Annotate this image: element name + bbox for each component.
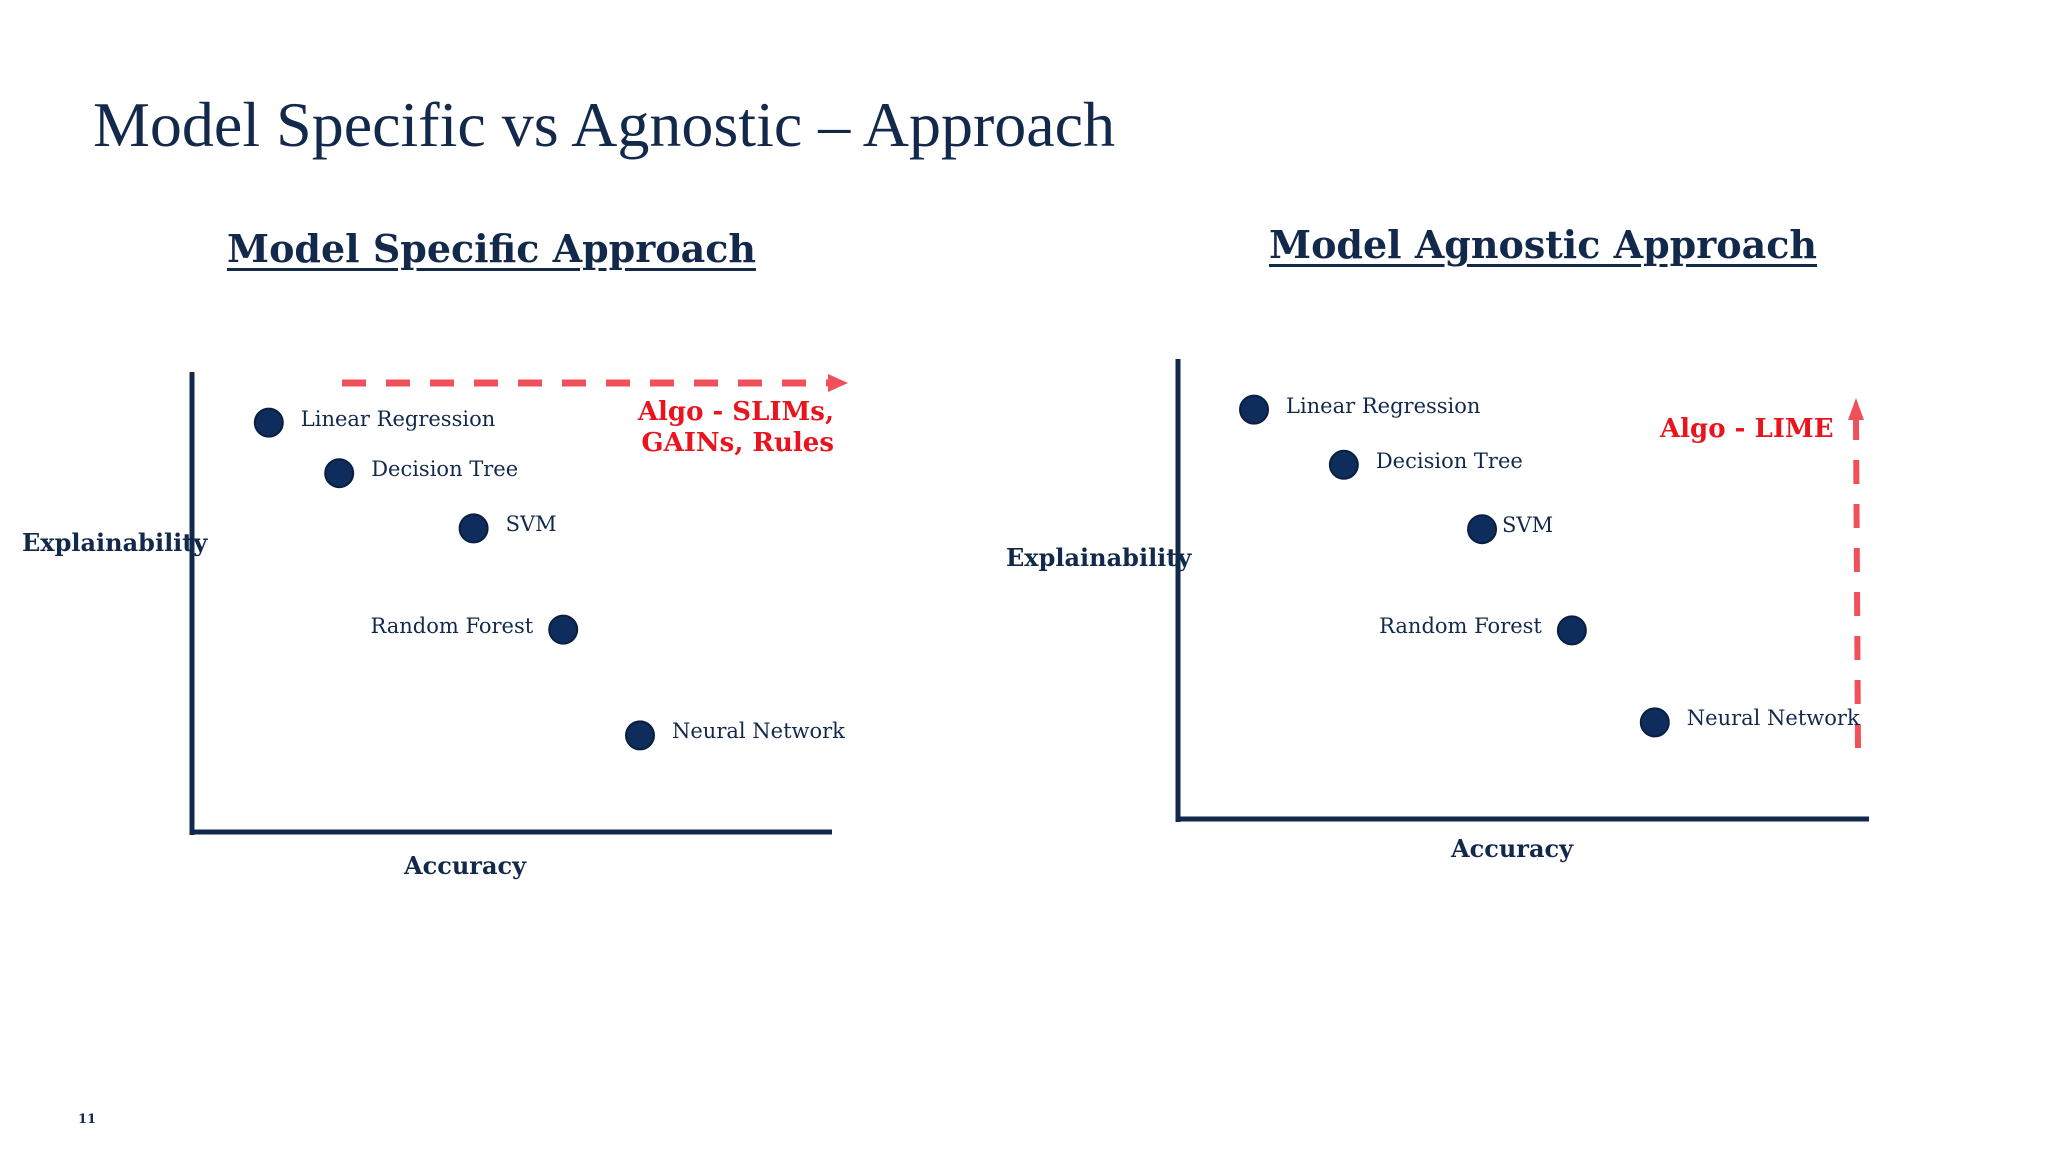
left-y-axis-label: Explainability <box>22 528 208 557</box>
data-point-linear-regression <box>253 407 284 438</box>
arrow-head-right-icon <box>828 374 848 392</box>
data-point-neural-network <box>625 720 655 751</box>
point-label: SVM <box>1502 513 1554 538</box>
point-label: Decision Tree <box>371 457 519 482</box>
data-point-random-forest <box>548 614 579 645</box>
model-agnostic-heading: Model Agnostic Approach <box>1269 222 1817 267</box>
arrow-head-up-icon <box>1848 398 1864 420</box>
point-label: Decision Tree <box>1375 448 1523 473</box>
point-label: Random Forest <box>1379 614 1542 639</box>
right-algo-annotation: Algo - LIME <box>1660 414 1834 444</box>
data-point-linear-regression <box>1239 394 1270 425</box>
point-label: Neural Network <box>672 719 845 744</box>
dashed-arrow-line <box>1853 419 1861 749</box>
point-label: Random Forest <box>370 613 534 638</box>
data-point-neural-network <box>1639 707 1670 738</box>
algo-line-2: GAINs, Rules <box>641 428 834 458</box>
slide-title: Model Specific vs Agnostic – Approach <box>93 89 1116 160</box>
right-y-axis-label: Explainability <box>1006 543 1192 572</box>
point-label: Neural Network <box>1686 706 1860 731</box>
point-label: Linear Regression <box>1286 393 1481 418</box>
data-point-svm <box>458 513 489 544</box>
page-number: 11 <box>78 1112 97 1127</box>
model-specific-heading: Model Specific Approach <box>227 226 756 271</box>
point-label: Linear Regression <box>300 406 496 431</box>
data-point-random-forest <box>1556 615 1587 646</box>
right-x-axis-label: Accuracy <box>1451 834 1574 863</box>
data-point-decision-tree <box>1328 449 1359 480</box>
data-point-svm <box>1467 514 1498 545</box>
point-label: SVM <box>505 512 557 537</box>
algo-line-1: Algo - SLIMs, <box>637 397 834 427</box>
left-x-axis-label: Accuracy <box>404 851 527 880</box>
data-point-decision-tree <box>324 458 355 489</box>
left-algo-annotation: Algo - SLIMs, GAINs, Rules <box>638 397 834 459</box>
